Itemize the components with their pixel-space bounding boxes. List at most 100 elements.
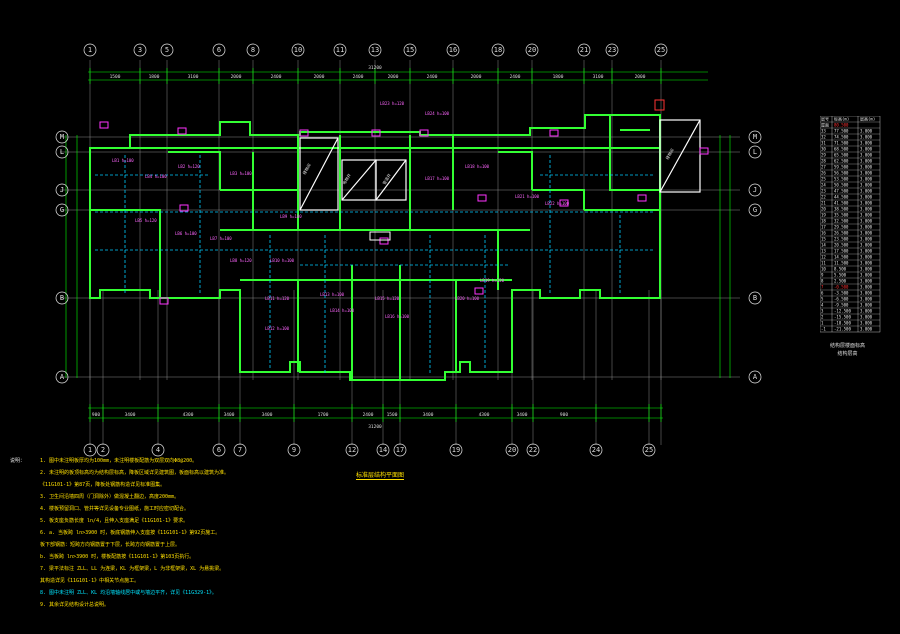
schedule-cell: 3.000 xyxy=(860,297,873,302)
schedule-footer-line1: 结构层楼面标高 xyxy=(830,343,866,349)
slab-label: LB15 h=120 xyxy=(375,296,400,301)
schedule-cell: 3.000 xyxy=(860,321,873,326)
opening-marker xyxy=(559,199,569,207)
schedule-cell: 22 xyxy=(821,195,826,200)
axis-bubble-bottom-circle xyxy=(212,443,226,457)
wall-segment xyxy=(498,151,533,190)
schedule-cell: 59.500 xyxy=(834,165,849,170)
axis-bubble-bottom-circle xyxy=(83,443,97,457)
slab-label: LB18 h=100 xyxy=(465,164,490,169)
note-line: 其构造详见《11G101-1》中相关节点施工。 xyxy=(40,578,140,584)
schedule-cell: 3.000 xyxy=(860,201,873,206)
axis-bubble-bottom-label: 12 xyxy=(348,446,356,454)
schedule-cell: -15.500 xyxy=(834,315,851,320)
schedule-cell: 7 xyxy=(821,285,824,290)
dim-top-seg: 2000 xyxy=(635,74,646,80)
schedule-cell: 13 xyxy=(821,249,826,254)
schedule-cell: 3.000 xyxy=(860,285,873,290)
axis-bubble-top-circle xyxy=(368,43,382,57)
slab-label: LB17 h=100 xyxy=(425,176,450,181)
schedule-cell: 3.000 xyxy=(860,153,873,158)
axis-bubble-top-label: 16 xyxy=(449,46,457,54)
dim-top-seg: 1500 xyxy=(110,74,121,80)
stair-diagonal xyxy=(299,137,339,211)
schedule-cell: 2.500 xyxy=(834,279,847,284)
schedule-cell: 3.000 xyxy=(860,327,873,332)
schedule-cell: 屋面 xyxy=(821,122,829,128)
schedule-cell: 16 xyxy=(821,231,826,236)
slab-label: LB2 h=120 xyxy=(178,164,200,169)
schedule-cell: 18 xyxy=(821,219,826,224)
slab-label: LB4 h=100 xyxy=(145,174,167,179)
axis-bubble-top-label: 13 xyxy=(371,46,379,54)
dim-top-seg: 2400 xyxy=(271,74,282,80)
note-line: 8. 图中未注明 ZLL、KL 均沿墙轴线居中或与墙边平齐，详见《11G329-… xyxy=(40,590,217,596)
schedule-cell: -18.500 xyxy=(834,321,851,326)
schedule-cell: 71.500 xyxy=(834,141,849,146)
lobby-marker xyxy=(369,231,391,241)
schedule-cell: 3.000 xyxy=(860,273,873,278)
axis-bubble-bottom-circle xyxy=(505,443,519,457)
axis-bubble-bottom-label: 14 xyxy=(379,446,387,454)
axis-grid-lines xyxy=(60,60,740,445)
slab-label: LB7 h=100 xyxy=(210,236,232,241)
axis-bubble-bottom-label: 24 xyxy=(592,446,600,454)
elevator-diagonal xyxy=(375,159,407,201)
axis-bubble-bottom-label: 19 xyxy=(452,446,460,454)
axis-bubble-top-label: 25 xyxy=(657,46,665,54)
schedule-cell: 8.500 xyxy=(834,267,847,272)
axis-bubble-top-circle xyxy=(83,43,97,57)
note-line: 1. 图中未注明板厚均为100mm，未注明楼板配筋为双层双向Φ8@200。 xyxy=(40,458,198,464)
schedule-cell: 3.000 xyxy=(860,141,873,146)
schedule-cell: 17.500 xyxy=(834,249,849,254)
schedule-cell: 23 xyxy=(821,189,826,194)
schedule-cell: 80.500 xyxy=(834,123,849,128)
axis-bubble-right-label: L xyxy=(753,148,757,156)
schedule-cell: 31 xyxy=(821,141,826,146)
stair-box xyxy=(299,137,339,211)
schedule-cell: 5 xyxy=(821,297,824,302)
schedule-cell: 2 xyxy=(821,315,824,320)
schedule-cell: 3.000 xyxy=(860,309,873,314)
slab-label: LB21 h=100 xyxy=(515,194,540,199)
dim-top-seg: 2000 xyxy=(231,74,242,80)
schedule-cell: 30 xyxy=(821,147,826,152)
opening-marker xyxy=(179,204,189,212)
axis-bubble-bottom-circle xyxy=(449,443,463,457)
schedule-header-cell: 层高(m) xyxy=(860,116,875,122)
schedule-cell: 5.500 xyxy=(834,273,847,278)
schedule-cell: 1 xyxy=(821,321,824,326)
schedule-cell: 12 xyxy=(821,255,826,260)
slab-label: LB20 h=100 xyxy=(455,296,480,301)
dim-bottom-seg: 3400 xyxy=(262,412,273,418)
schedule-cell: 47.500 xyxy=(834,189,849,194)
schedule-cell: 3.000 xyxy=(860,315,873,320)
slab-label: LB10 h=100 xyxy=(270,258,295,263)
opening-marker xyxy=(549,129,559,137)
note-line: b. 当板跨 ln>3900 时，楼板配筋按《11G101-1》第103页执行。 xyxy=(40,554,195,560)
axis-bubble-bottom-label: 22 xyxy=(529,446,537,454)
schedule-cell: 29.500 xyxy=(834,225,849,230)
dim-bottom-seg: 1500 xyxy=(387,412,398,418)
schedule-cell: 3.000 xyxy=(860,249,873,254)
schedule-cell: 3.000 xyxy=(860,159,873,164)
axis-bubble-left-label: B xyxy=(60,294,64,302)
note-line: 5. 板支座负筋长度 ln/4，且伸入支座满足《11G101-1》要求。 xyxy=(40,518,189,524)
schedule-cell: 74.500 xyxy=(834,135,849,140)
stair-box xyxy=(659,119,701,193)
axis-bubble-top-circle xyxy=(654,43,668,57)
axis-bubble-bottom-label: 1 xyxy=(88,446,92,454)
slab-label: LB5 h=120 xyxy=(135,218,157,223)
axis-bubble-right-circle xyxy=(748,370,762,384)
axis-bubble-top-label: 5 xyxy=(165,46,169,54)
axis-bubble-top-circle xyxy=(160,43,174,57)
dim-top-seg: 2000 xyxy=(388,74,399,80)
axis-bubble-top-label: 15 xyxy=(406,46,414,54)
fixtures xyxy=(99,99,709,305)
opening-marker xyxy=(474,287,484,295)
dim-total-top: 31200 xyxy=(368,65,382,71)
axis-bubble-bottom-circle xyxy=(393,443,407,457)
dim-bottom-seg: 3400 xyxy=(224,412,235,418)
